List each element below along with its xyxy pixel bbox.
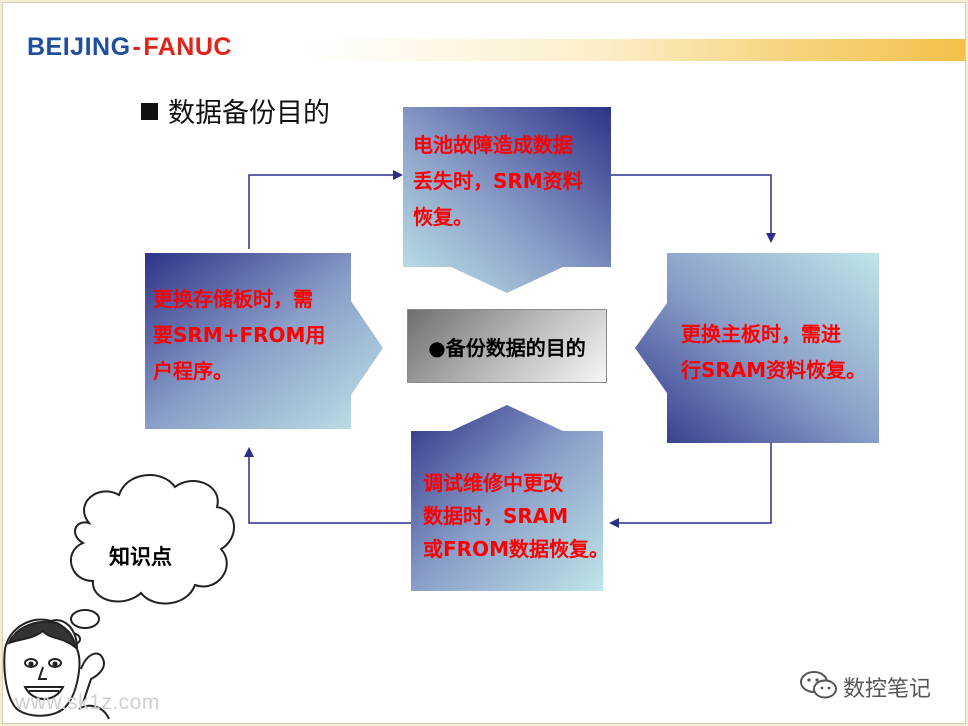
arrow-right-to-bottom [609,443,772,528]
knowledge-point-label: 知识点 [109,545,172,569]
square-bullet-icon [141,103,158,120]
beijing-fanuc-logo: BEIJING-FANUC [27,33,232,62]
callout-right-shape [635,253,879,443]
callout-bottom-shape [411,405,603,591]
callout-left-text: 更换存储板时，需 要SRM+FROM用 户程序。 [153,287,326,383]
center-topic-label: ●备份数据的目的 [428,335,586,360]
arrow-top-to-right [611,174,776,243]
logo-gradient-bar [303,39,965,61]
center-topic-box: ●备份数据的目的 [407,309,607,383]
callout-left-shape [145,253,383,429]
callout-top-shape [403,107,611,293]
logo-beijing: BEIJING [27,33,131,61]
callout-right-text: 更换主板时，需进 行SRAM资料恢复。 [681,322,867,382]
slide-heading: 数据备份目的 [141,91,330,130]
arrow-bottom-to-left [244,447,411,524]
logo-dash: - [132,33,142,61]
logo-fanuc: FANUC [143,33,232,61]
cycle-diagram [3,107,879,720]
arrow-left-to-top [248,170,403,249]
wechat-icon [800,671,837,699]
cartoon-person-illustration [3,618,110,720]
wechat-account-watermark: 数控笔记 [843,677,932,702]
heading-text: 数据备份目的 [168,98,330,129]
callout-bottom-text: 调试维修中更改 数据时，SRAM 或FROM数据恢复。 [423,471,609,561]
callout-top-text: 电池故障造成数据 丢失时，SRM资料 恢复。 [413,133,583,229]
website-watermark: www.sk1z.com [15,691,160,714]
